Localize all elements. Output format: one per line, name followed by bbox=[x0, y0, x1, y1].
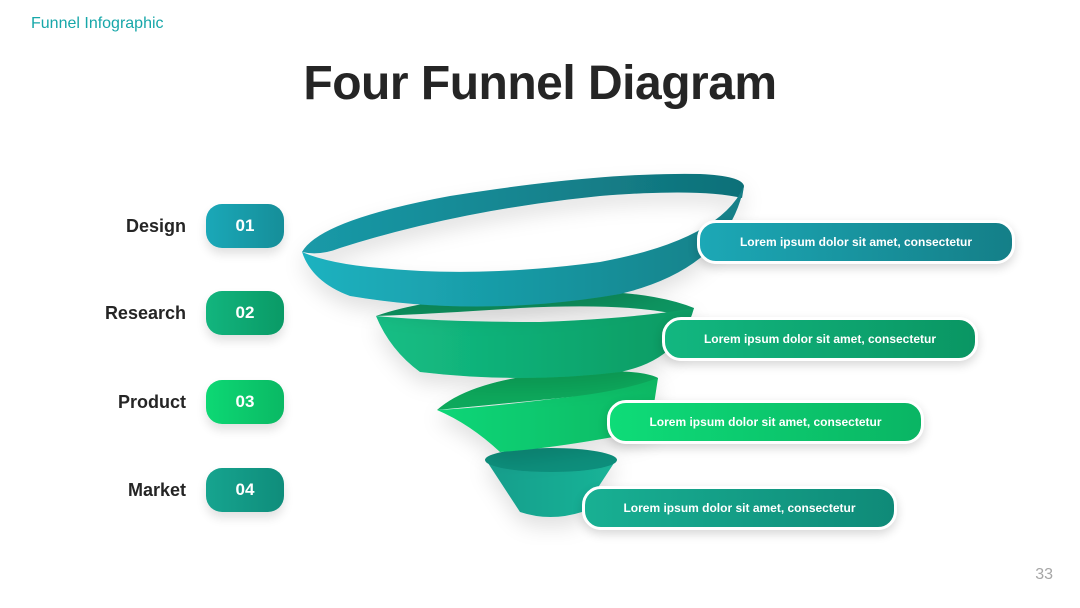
step-label: Product bbox=[117, 392, 186, 412]
description-pill-03: Lorem ipsum dolor sit amet, consectetur bbox=[607, 400, 924, 444]
funnel-layer-03 bbox=[437, 370, 658, 452]
step-label: Market bbox=[127, 480, 186, 500]
step-number-badge: 03 bbox=[206, 380, 284, 424]
step-label: Design bbox=[125, 216, 186, 236]
step-number-badge: 02 bbox=[206, 291, 284, 335]
step-research: Research 02 bbox=[0, 291, 290, 335]
step-number-badge: 01 bbox=[206, 204, 284, 248]
page-number: 33 bbox=[1035, 566, 1053, 583]
description-pill-01: Lorem ipsum dolor sit amet, consectetur bbox=[697, 220, 1015, 264]
step-label: Research bbox=[104, 303, 186, 323]
description-pill-02: Lorem ipsum dolor sit amet, consectetur bbox=[662, 317, 978, 361]
brand-label: Funnel Infographic bbox=[31, 15, 164, 32]
description-pill-04: Lorem ipsum dolor sit amet, consectetur bbox=[582, 486, 897, 530]
step-design: Design 01 bbox=[0, 204, 290, 248]
step-number-badge: 04 bbox=[206, 468, 284, 512]
page-title: Four Funnel Diagram bbox=[303, 57, 777, 110]
step-product: Product 03 bbox=[0, 380, 290, 424]
funnel-layer-01 bbox=[302, 173, 744, 307]
step-market: Market 04 bbox=[0, 468, 290, 512]
